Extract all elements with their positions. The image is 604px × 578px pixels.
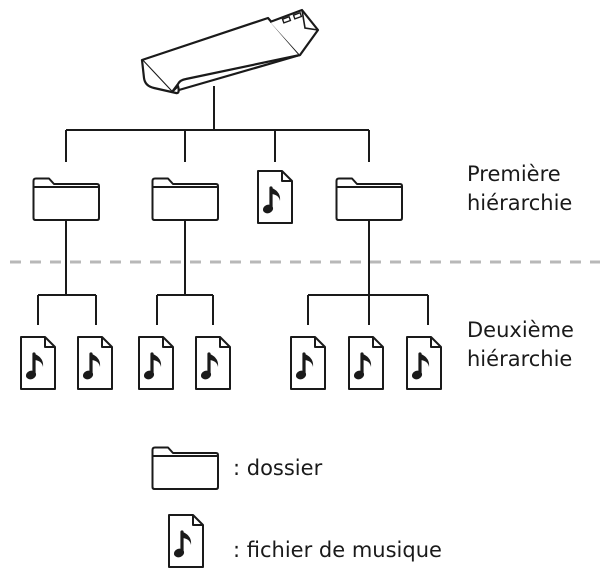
first-level-label-line1: Première	[467, 162, 561, 186]
music-file-icon	[76, 335, 114, 391]
legend-music-text: : fichier de musique	[233, 538, 442, 562]
folder-icon	[335, 177, 403, 221]
music-file-icon	[256, 169, 294, 225]
usb-drive-icon	[140, 8, 320, 95]
legend-folder-icon	[151, 446, 219, 490]
connector-lines	[37, 86, 429, 325]
folder-icon	[32, 177, 100, 221]
folder-icon	[151, 177, 219, 221]
music-file-icon	[289, 335, 327, 391]
music-file-icon	[405, 335, 443, 391]
second-level-label-line2: hiérarchie	[467, 347, 573, 371]
music-file-icon	[347, 335, 385, 391]
second-level-label: Deuxième hiérarchie	[467, 316, 574, 374]
second-level-label-line1: Deuxième	[467, 318, 574, 342]
first-level-label-line2: hiérarchie	[467, 191, 573, 215]
music-file-icon	[194, 335, 232, 391]
music-file-icon	[137, 335, 175, 391]
first-level-label: Première hiérarchie	[467, 160, 572, 218]
music-file-icon	[19, 335, 57, 391]
legend-folder-text: : dossier	[233, 456, 323, 480]
legend-music-file-icon	[167, 513, 205, 569]
